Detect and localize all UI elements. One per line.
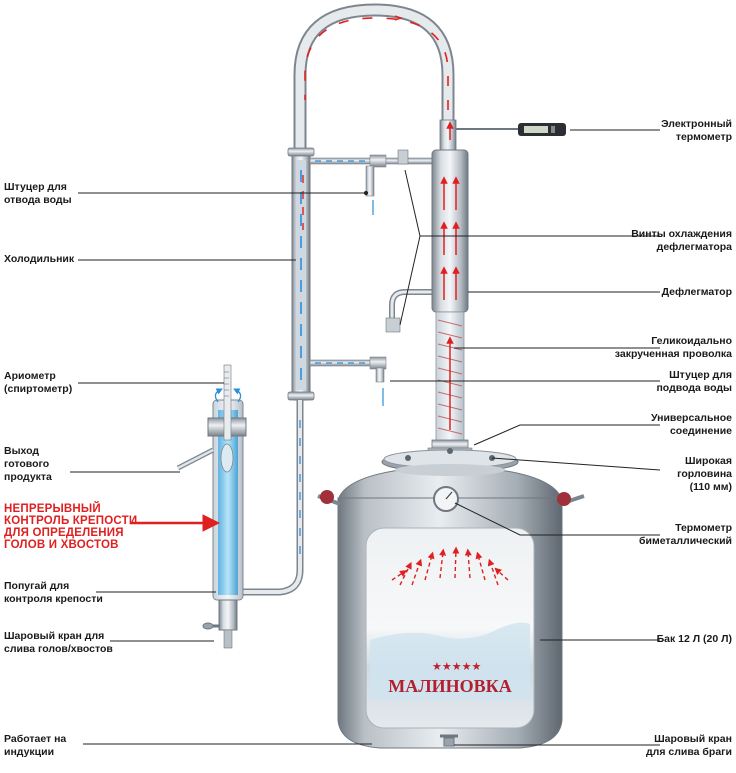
label-condenser: Холодильник xyxy=(4,253,75,265)
label-e-thermometer: Электронный термометр xyxy=(661,118,732,143)
label-universal-joint: Универсальное соединение xyxy=(650,412,732,437)
dephlegmator-column xyxy=(427,119,473,455)
label-ball-valve-mash: Шаровый кран для слива браги xyxy=(646,733,732,758)
callout-continuous-control: НЕПРЕРЫВНЫЙ КОНТРОЛЬ КРЕПОСТИ ДЛЯ ОПРЕДЕ… xyxy=(4,503,138,551)
label-induction: Работает на индукции xyxy=(4,733,67,758)
label-tank: Бак 12 Л (20 Л) xyxy=(656,633,732,645)
label-bimetal-thermometer: Термометр биметаллический xyxy=(639,522,732,547)
leader-lines xyxy=(70,129,661,746)
label-ball-valve-heads: Шаровый кран для слива голов/хвостов xyxy=(4,630,113,655)
label-helical-wire: Геликоидально закрученная проволка xyxy=(614,335,732,360)
electronic-thermometer xyxy=(456,123,566,136)
label-dephlegmator: Дефлегматор xyxy=(661,286,732,298)
label-product-outlet: Выход готового продукта xyxy=(4,445,52,483)
tank: ★★★★★ МАЛИНОВКА xyxy=(317,448,585,749)
parrot xyxy=(176,364,247,649)
label-parrot: Попугай для контроля крепости xyxy=(4,580,103,605)
label-water-outlet: Штуцер для отвода воды xyxy=(4,181,72,206)
brand-logo: МАЛИНОВКА xyxy=(388,676,511,696)
vapor-tube xyxy=(293,3,455,160)
brand-stars: ★★★★★ xyxy=(432,661,481,673)
label-cooling-screws: Винты охлаждения дефлегматора xyxy=(631,228,732,253)
label-water-inlet: Штуцер для подвода воды xyxy=(656,369,732,394)
condenser-column xyxy=(230,147,315,596)
label-wide-neck: Широкая горловина (110 мм) xyxy=(677,455,732,493)
label-hydrometer: Ариометр (спиртометр) xyxy=(4,370,73,395)
water-lines xyxy=(309,149,433,406)
